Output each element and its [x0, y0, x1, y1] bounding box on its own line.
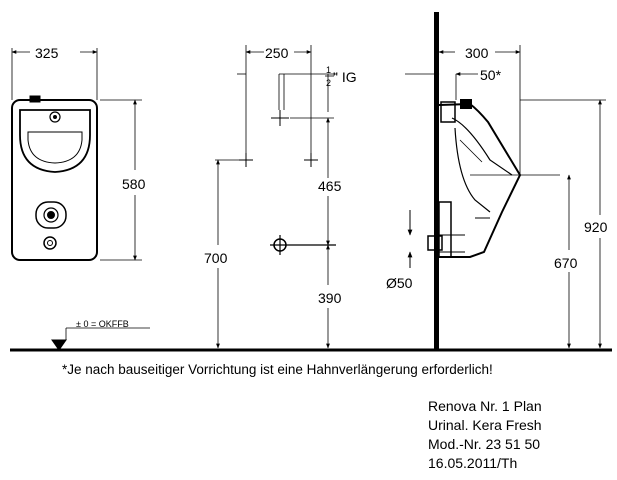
thread-suffix: " IG [333, 69, 357, 85]
floor-reference-label: ± 0 = OKFFB [76, 319, 129, 329]
front-height-label: 580 [122, 176, 146, 192]
side-rim-height-label: 670 [554, 255, 578, 271]
title-line-1: Renova Nr. 1 Plan [428, 398, 542, 414]
floor-to-outlet-label: 390 [318, 290, 342, 306]
inlet-height-label: 465 [318, 178, 342, 194]
title-block: Renova Nr. 1 Plan Urinal. Kera Fresh Mod… [428, 397, 542, 473]
outlet-diameter-label: Ø50 [386, 275, 413, 291]
front-width-label: 325 [35, 45, 59, 61]
floor-to-inlet-label: 700 [204, 250, 228, 266]
thread-denominator: 2 [326, 78, 331, 88]
side-depth-label: 300 [465, 45, 489, 61]
rough-in-view [215, 45, 336, 349]
floor-reference-symbol [51, 327, 150, 351]
front-body [11, 99, 98, 261]
footnote: *Je nach bauseitiger Vorrichtung ist ein… [62, 362, 493, 377]
side-view [405, 12, 606, 350]
tap-offset-label: 50* [480, 67, 502, 83]
title-line-2: Urinal. Kera Fresh [428, 417, 542, 433]
front-outlet [35, 201, 67, 229]
front-view [11, 48, 142, 261]
front-bowl [19, 109, 91, 173]
rough-in-width-label: 250 [265, 45, 289, 61]
title-line-4: 16.05.2011/Th [428, 455, 518, 471]
wall [434, 12, 439, 350]
title-line-3: Mod.-Nr. 23 51 50 [428, 436, 541, 452]
thread-numerator: 1 [326, 65, 331, 75]
side-height-label: 920 [584, 219, 608, 235]
